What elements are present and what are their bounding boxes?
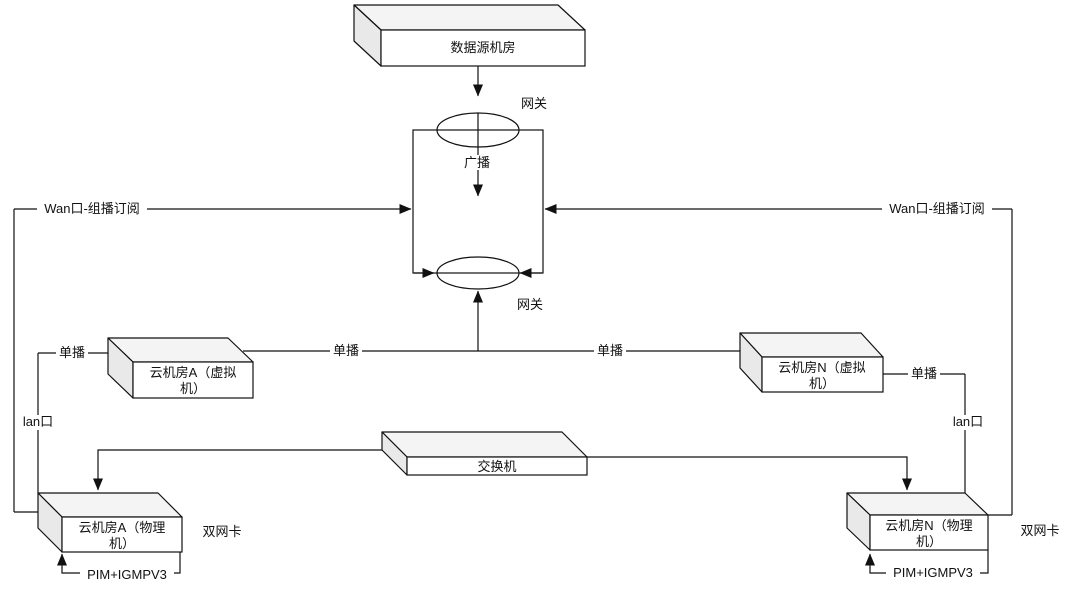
cube-front-face: [761, 356, 884, 393]
label-bg: [948, 415, 988, 430]
cube-front-face: [380, 29, 586, 67]
node-cloud-room-a-virtual: 云机房A（虚拟 机）: [107, 337, 254, 399]
label-bg: [37, 202, 147, 216]
label-gateway-top: 网关: [521, 96, 547, 111]
cube-front-face: [132, 361, 254, 399]
label-bg: [594, 344, 626, 358]
node-label-switch: 交换机: [477, 459, 516, 474]
label-bg: [330, 344, 362, 358]
label-gateway-bottom: 网关: [517, 297, 543, 312]
svg-text:lan口: lan口: [953, 414, 983, 429]
node-label-data-source: 数据源机房: [450, 40, 515, 55]
cube-top-face: [381, 431, 588, 458]
cube-front-face: [869, 514, 989, 551]
label-pim-left: PIM+IGMPV3: [80, 567, 174, 582]
svg-text:广播: 广播: [464, 155, 490, 170]
label-bg: [908, 367, 940, 381]
node-label-cloud-n-virtual-line1: 云机房N（虚拟: [778, 360, 865, 375]
label-bg: [80, 569, 174, 582]
label-bg: [882, 202, 992, 216]
node-label-cloud-a-virtual-line1: 云机房A（虚拟: [150, 365, 237, 380]
label-unicast-right: 单播: [908, 366, 940, 381]
label-broadcast: 广播: [461, 155, 493, 170]
label-bg: [18, 415, 58, 430]
label-bg: [886, 567, 980, 580]
gateway-block: [412, 112, 544, 290]
gateway-top-ellipse: [436, 112, 520, 148]
gateway-container: [412, 129, 544, 274]
node-label-cloud-n-physical-line1: 云机房N（物理: [885, 518, 972, 533]
edge-switch-to-physical-a: [93, 449, 382, 491]
svg-text:Wan口-组播订阅: Wan口-组播订阅: [889, 201, 985, 216]
node-switch: 交换机: [381, 431, 588, 476]
cube-top-face: [37, 492, 183, 518]
node-cloud-room-a-physical: 云机房A（物理 机）: [37, 492, 183, 553]
node-label-cloud-a-physical-line1: 云机房A（物理: [79, 520, 166, 535]
node-label-cloud-a-physical-line2: 机）: [109, 536, 135, 551]
svg-text:lan口: lan口: [23, 414, 53, 429]
svg-text:PIM+IGMPV3: PIM+IGMPV3: [893, 565, 973, 580]
node-label-cloud-n-virtual-line2: 机）: [809, 376, 835, 391]
node-cloud-room-n-physical: 云机房N（物理 机）: [846, 492, 989, 551]
cube-front-face: [61, 516, 183, 553]
cube-top-face: [846, 492, 989, 516]
svg-text:PIM+IGMPV3: PIM+IGMPV3: [87, 567, 167, 582]
label-bg: [56, 346, 88, 360]
node-data-source-room: 数据源机房: [353, 4, 586, 67]
edge-switch-to-physical-n: [585, 456, 912, 491]
svg-text:单播: 单播: [333, 343, 359, 358]
node-label-cloud-n-physical-line2: 机）: [916, 534, 942, 549]
node-cloud-room-n-virtual: 云机房N（虚拟 机）: [739, 332, 884, 393]
svg-text:单播: 单播: [911, 366, 937, 381]
cube-top-face: [353, 4, 586, 31]
label-bg: [461, 155, 493, 170]
label-wan-right: Wan口-组播订阅: [882, 201, 992, 216]
labels: 网关 广播 网关 Wan口-组播订阅 Wan口-组播订阅 单播 单播 单播: [18, 96, 1060, 582]
svg-text:单播: 单播: [59, 345, 85, 360]
gateway-bottom-ellipse: [436, 256, 520, 290]
label-wan-left: Wan口-组播订阅: [37, 201, 147, 216]
cube-top-face: [739, 332, 884, 358]
label-unicast-mid-left: 单播: [330, 343, 362, 358]
label-pim-right: PIM+IGMPV3: [886, 565, 980, 580]
svg-text:单播: 单播: [597, 343, 623, 358]
label-lan-right: lan口: [948, 414, 988, 430]
label-unicast-left: 单播: [56, 345, 88, 360]
label-lan-left: lan口: [18, 414, 58, 430]
cube-front-face: [406, 456, 588, 476]
label-unicast-mid-right: 单播: [594, 343, 626, 358]
svg-text:Wan口-组播订阅: Wan口-组播订阅: [44, 201, 140, 216]
label-dual-nic-right: 双网卡: [1020, 523, 1059, 538]
node-label-cloud-a-virtual-line2: 机）: [180, 381, 206, 396]
label-dual-nic-left: 双网卡: [202, 524, 241, 539]
